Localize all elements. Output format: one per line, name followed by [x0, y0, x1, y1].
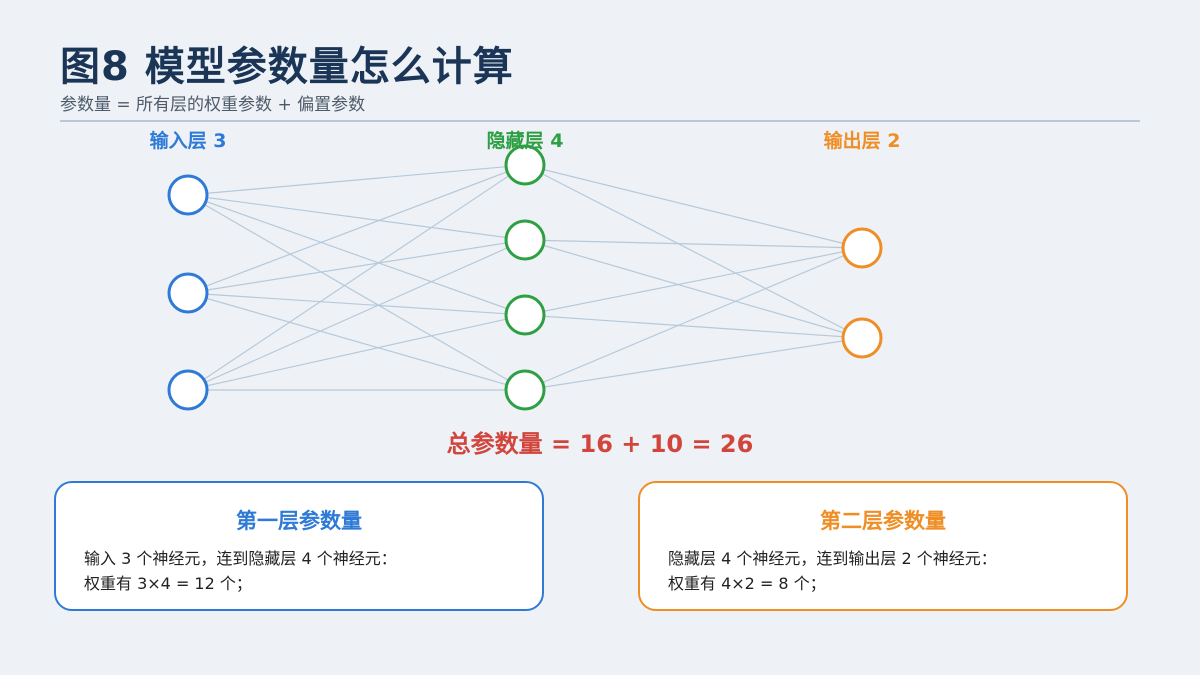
edge-hidden1-output1: [524, 164, 863, 249]
edge-hidden1-output2: [524, 164, 863, 339]
layer2-card-line2: 权重有 4×2 = 8 个；: [668, 574, 826, 593]
layer2-card-title: 第二层参数量: [820, 509, 946, 533]
page-title: 图8 模型参数量怎么计算: [60, 44, 514, 90]
output-node-2: [841, 317, 883, 359]
edge-input3-hidden2: [187, 239, 526, 391]
hidden-node-1: [504, 144, 546, 186]
hidden-node-2: [504, 219, 546, 261]
edge-hidden2-output1: [524, 239, 863, 249]
input-node-3: [167, 369, 209, 411]
edge-input2-hidden2: [187, 239, 526, 294]
input-layer-label: 输入层 3: [149, 130, 227, 152]
edge-input1-hidden2: [187, 194, 526, 241]
edge-input3-hidden3: [187, 314, 526, 391]
network-diagram: [167, 144, 883, 411]
hidden-node-4: [504, 369, 546, 411]
edge-input2-hidden4: [187, 292, 526, 391]
edge-hidden4-output2: [524, 337, 863, 391]
edge-input2-hidden3: [187, 292, 526, 316]
total-params-formula: 总参数量 = 16 + 10 = 26: [446, 430, 754, 458]
layer2-card-line1: 隐藏层 4 个神经元，连到输出层 2 个神经元：: [668, 549, 997, 568]
layer1-card-line1: 输入 3 个神经元，连到隐藏层 4 个神经元：: [84, 549, 397, 568]
layer1-card-line2: 权重有 3×4 = 12 个；: [84, 574, 252, 593]
layer1-params-card: 第一层参数量 输入 3 个神经元，连到隐藏层 4 个神经元： 权重有 3×4 =…: [54, 481, 544, 611]
edge-input1-hidden1: [187, 164, 526, 196]
title-divider: [60, 120, 1140, 122]
edge-input1-hidden4: [187, 194, 526, 391]
edge-hidden4-output1: [524, 247, 863, 391]
edge-input1-hidden3: [187, 194, 526, 316]
hidden-layer-label: 隐藏层 4: [486, 130, 564, 152]
output-node-1: [841, 227, 883, 269]
input-node-1: [167, 174, 209, 216]
page-subtitle: 参数量 = 所有层的权重参数 + 偏置参数: [60, 95, 366, 115]
edge-hidden2-output2: [524, 239, 863, 339]
input-node-2: [167, 272, 209, 314]
hidden-node-3: [504, 294, 546, 336]
edge-input2-hidden1: [187, 164, 526, 294]
output-layer-label: 输出层 2: [823, 130, 901, 152]
layer2-params-card: 第二层参数量 隐藏层 4 个神经元，连到输出层 2 个神经元： 权重有 4×2 …: [638, 481, 1128, 611]
edge-hidden3-output1: [524, 247, 863, 316]
edge-hidden3-output2: [524, 314, 863, 339]
layer1-card-title: 第一层参数量: [236, 509, 362, 533]
edge-input3-hidden1: [187, 164, 526, 391]
